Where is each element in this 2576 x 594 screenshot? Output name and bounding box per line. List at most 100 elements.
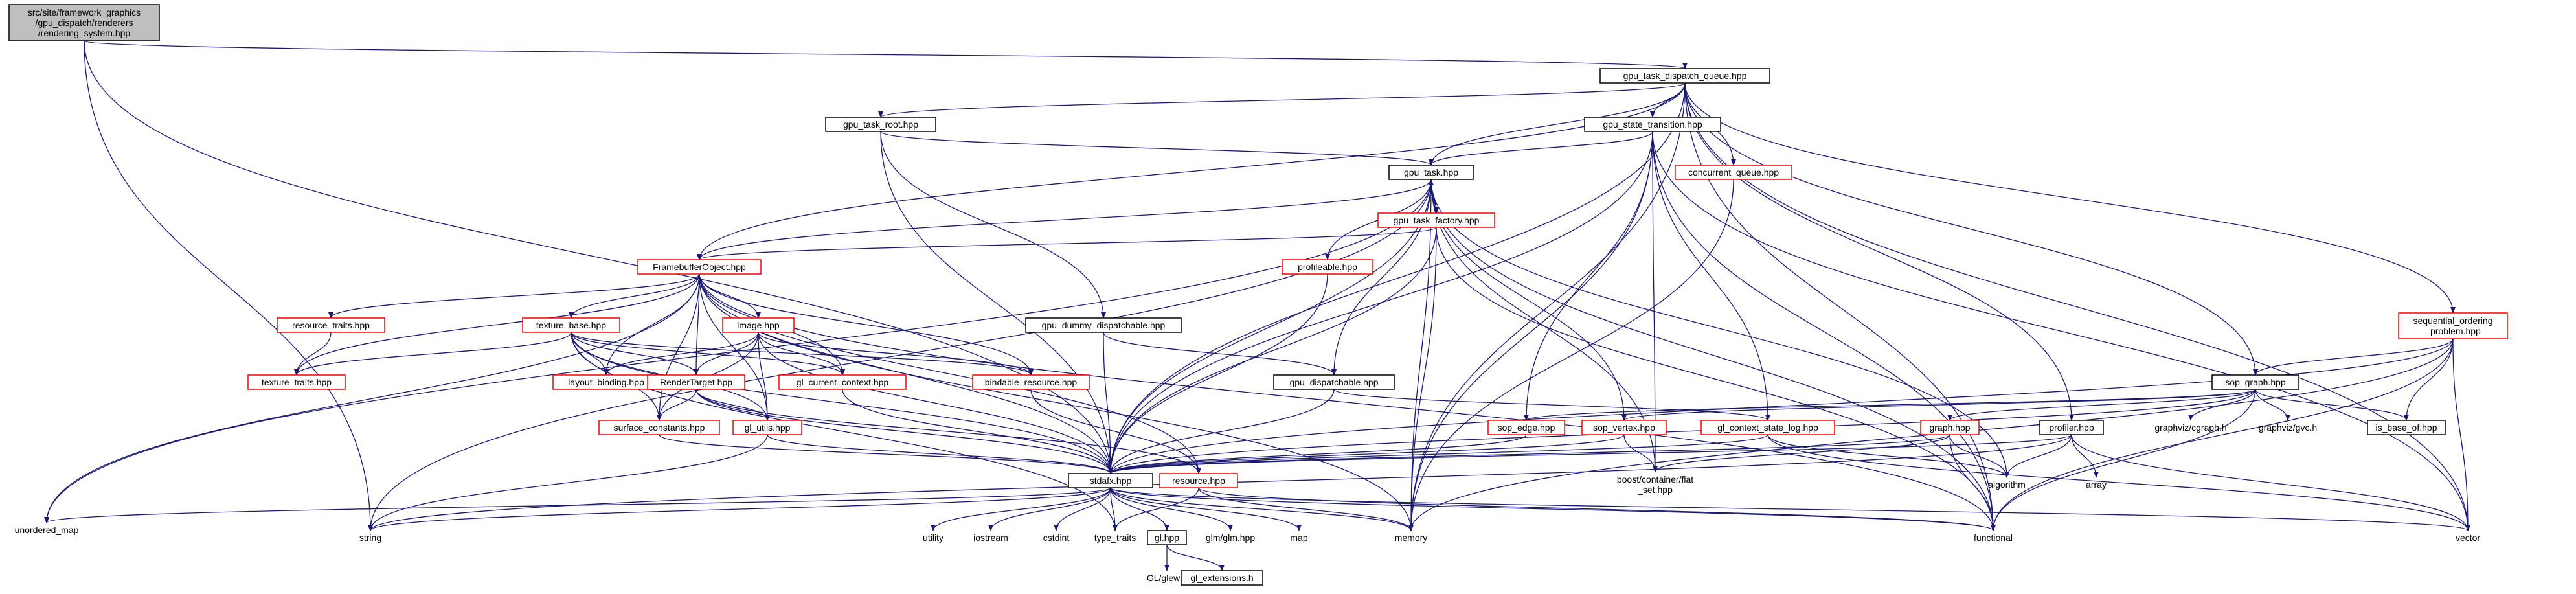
node-glm[interactable]: glm/glm.hpp xyxy=(1206,532,1255,543)
node-fbo[interactable]: FramebufferObject.hpp xyxy=(637,259,762,275)
dependency-edge xyxy=(1103,332,1113,474)
node-graph[interactable]: graph.hpp xyxy=(1920,420,1980,435)
node-cgraph[interactable]: graphviz/cgraph.h xyxy=(2154,422,2226,433)
node-gtf[interactable]: gpu_task_factory.hpp xyxy=(1377,212,1495,228)
node-label: sop_edge.hpp xyxy=(1498,422,1555,433)
node-gtdq[interactable]: gpu_task_dispatch_queue.hpp xyxy=(1599,68,1770,84)
node-label: cstdint xyxy=(1043,532,1070,543)
node-gt[interactable]: gpu_task.hpp xyxy=(1388,165,1474,180)
dependency-edge xyxy=(2253,338,2454,376)
nodes-layer: src/site/framework_graphics/gpu_dispatch… xyxy=(8,4,2508,586)
dependency-edge xyxy=(699,273,1034,376)
node-box xyxy=(2398,312,2508,339)
dependency-edge xyxy=(2255,389,2409,421)
node-gtr[interactable]: gpu_task_root.hpp xyxy=(825,117,936,132)
node-array[interactable]: array xyxy=(2086,479,2107,490)
node-label: array xyxy=(2086,479,2107,490)
node-box xyxy=(1675,165,1792,180)
dependency-edge xyxy=(758,332,845,376)
node-box xyxy=(972,374,1090,390)
node-map[interactable]: map xyxy=(1290,532,1307,543)
node-label: glm/glm.hpp xyxy=(1206,532,1255,543)
node-vector[interactable]: vector xyxy=(2456,532,2480,543)
node-gdd[interactable]: gpu_dummy_dispatchable.hpp xyxy=(1025,317,1182,333)
node-box xyxy=(8,4,160,41)
node-label: sequential_ordering xyxy=(2413,315,2493,326)
node-label: _set.hpp xyxy=(1637,485,1673,495)
dependency-edge xyxy=(699,273,1414,531)
node-isbase[interactable]: is_base_of.hpp xyxy=(2367,420,2446,435)
dependency-edge xyxy=(767,434,1113,474)
node-algorithm[interactable]: algorithm xyxy=(1988,479,2026,490)
dependency-edge xyxy=(1054,487,1111,531)
node-box xyxy=(825,117,936,132)
dependency-edge xyxy=(1684,82,2456,314)
node-memory[interactable]: memory xyxy=(1395,532,1428,543)
node-box xyxy=(1159,473,1238,488)
dependency-edge xyxy=(1949,434,2009,478)
dependency-edge xyxy=(604,332,759,376)
node-iostream[interactable]: iostream xyxy=(973,532,1008,543)
node-root[interactable]: src/site/framework_graphics/gpu_dispatch… xyxy=(8,4,160,41)
dependency-edge xyxy=(84,40,1687,69)
node-label: gl_context_state_log.hpp xyxy=(1717,422,1818,433)
node-label: concurrent_queue.hpp xyxy=(1688,167,1779,177)
node-flatset[interactable]: boost/container/flat_set.hpp xyxy=(1617,474,1693,495)
dependency-edge xyxy=(1652,131,1658,472)
node-string[interactable]: string xyxy=(359,532,381,543)
node-image[interactable]: image.hpp xyxy=(722,317,795,333)
dependency-edge xyxy=(1652,131,1770,421)
dependency-edge xyxy=(1103,332,1337,376)
dependency-edge xyxy=(1524,131,1653,421)
dependency-edge xyxy=(1652,131,1996,531)
node-gl[interactable]: gl.hpp xyxy=(1147,530,1187,545)
node-label: gpu_task_factory.hpp xyxy=(1394,215,1480,225)
node-gst[interactable]: gpu_state_transition.hpp xyxy=(1584,117,1721,132)
dependency-edge xyxy=(758,332,1113,474)
node-cstdint[interactable]: cstdint xyxy=(1043,532,1070,543)
node-rtarget[interactable]: RenderTarget.hpp xyxy=(647,374,745,390)
node-profiler[interactable]: profiler.hpp xyxy=(2039,420,2104,435)
dependency-edge xyxy=(1108,338,2454,474)
node-label: surface_constants.hpp xyxy=(614,422,705,433)
node-typetraits[interactable]: type_traits xyxy=(1094,532,1136,543)
node-box xyxy=(637,259,762,275)
dependency-edge xyxy=(328,273,700,319)
node-sopedge[interactable]: sop_edge.hpp xyxy=(1487,420,1565,435)
node-label: gl_current_context.hpp xyxy=(797,377,889,387)
node-box xyxy=(1487,420,1565,435)
node-glew[interactable]: GL/glew.h xyxy=(1147,573,1187,583)
node-gvc[interactable]: graphviz/gvc.h xyxy=(2259,422,2317,433)
node-label: profileable.hpp xyxy=(1298,262,1357,272)
node-glutils[interactable]: gl_utils.hpp xyxy=(732,420,802,435)
node-prof[interactable]: profileable.hpp xyxy=(1282,259,1373,275)
node-bres[interactable]: bindable_resource.hpp xyxy=(972,374,1090,390)
node-stdafx[interactable]: stdafx.hpp xyxy=(1068,473,1153,488)
node-gcsl[interactable]: gl_context_state_log.hpp xyxy=(1700,420,1835,435)
node-ttraits[interactable]: texture_traits.hpp xyxy=(247,374,346,390)
node-layout[interactable]: layout_binding.hpp xyxy=(552,374,660,390)
node-seqop[interactable]: sequential_ordering_problem.hpp xyxy=(2398,312,2508,339)
dependency-edge xyxy=(84,40,373,531)
node-box xyxy=(1068,473,1153,488)
node-gcc[interactable]: gl_current_context.hpp xyxy=(778,374,907,390)
dependency-edge xyxy=(569,273,700,319)
node-cq[interactable]: concurrent_queue.hpp xyxy=(1675,165,1792,180)
dependency-edge xyxy=(1110,487,1169,531)
node-umap[interactable]: unordered_map xyxy=(15,525,79,535)
node-utility[interactable]: utility xyxy=(923,532,943,543)
node-sconst[interactable]: surface_constants.hpp xyxy=(598,420,720,435)
node-sopvertex[interactable]: sop_vertex.hpp xyxy=(1581,420,1667,435)
node-resource[interactable]: resource.hpp xyxy=(1159,473,1238,488)
node-box xyxy=(247,374,346,390)
dependency-edge xyxy=(1767,434,2470,531)
node-label: /gpu_dispatch/renderers xyxy=(36,17,133,28)
node-sopgraph[interactable]: sop_graph.hpp xyxy=(2211,374,2299,390)
dependency-edge xyxy=(368,487,1111,531)
node-tbase[interactable]: texture_base.hpp xyxy=(522,317,620,333)
node-glext[interactable]: gl_extensions.h xyxy=(1181,570,1263,586)
node-functional[interactable]: functional xyxy=(1974,532,2013,543)
node-gd[interactable]: gpu_dispatchable.hpp xyxy=(1273,374,1395,390)
node-rtraits[interactable]: resource_traits.hpp xyxy=(277,317,385,333)
node-box xyxy=(522,317,620,333)
